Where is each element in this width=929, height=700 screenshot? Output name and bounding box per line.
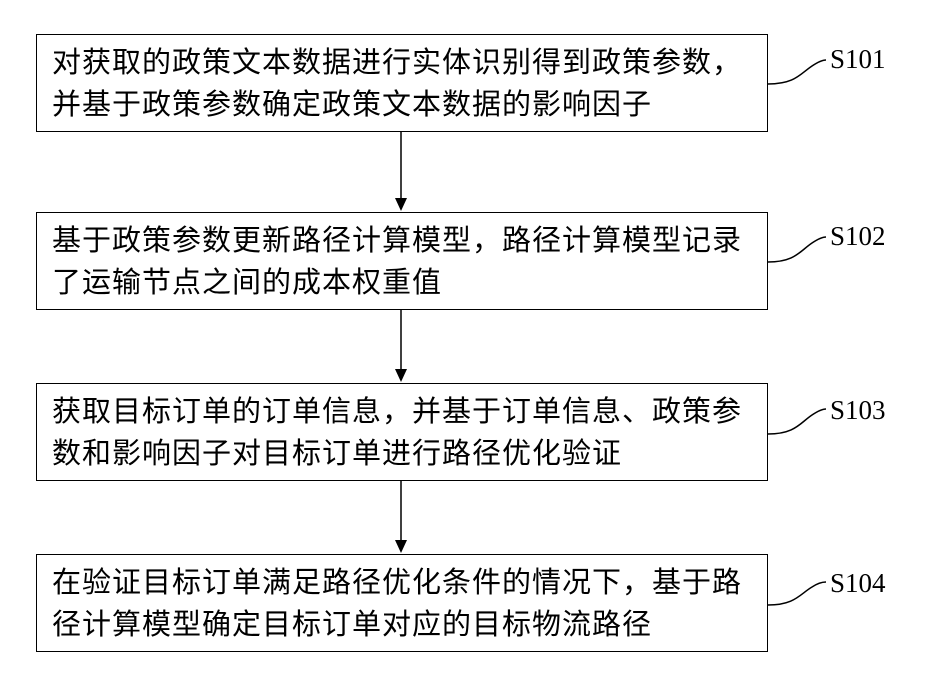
arrowhead-s103-s104 xyxy=(395,540,407,553)
leader-s103 xyxy=(768,409,826,434)
leader-s104 xyxy=(768,582,826,605)
step-box-s104: 在验证目标订单满足路径优化条件的情况下，基于路径计算模型确定目标订单对应的目标物… xyxy=(36,554,768,652)
leader-s101 xyxy=(768,60,826,84)
step-box-s101: 对获取的政策文本数据进行实体识别得到政策参数，并基于政策参数确定政策文本数据的影… xyxy=(36,34,768,132)
step-box-s102: 基于政策参数更新路径计算模型，路径计算模型记录了运输节点之间的成本权重值 xyxy=(36,212,768,310)
arrowhead-s102-s103 xyxy=(395,369,407,382)
leader-s102 xyxy=(768,237,826,262)
step-label-s104: S104 xyxy=(830,568,886,599)
arrowhead-s101-s102 xyxy=(395,198,407,211)
step-text-s103: 获取目标订单的订单信息，并基于订单信息、政策参数和影响因子对目标订单进行路径优化… xyxy=(52,390,752,474)
step-label-s103: S103 xyxy=(830,395,886,426)
step-label-s101: S101 xyxy=(830,44,886,75)
step-text-s102: 基于政策参数更新路径计算模型，路径计算模型记录了运输节点之间的成本权重值 xyxy=(52,219,752,303)
step-text-s104: 在验证目标订单满足路径优化条件的情况下，基于路径计算模型确定目标订单对应的目标物… xyxy=(52,561,752,645)
step-box-s103: 获取目标订单的订单信息，并基于订单信息、政策参数和影响因子对目标订单进行路径优化… xyxy=(36,383,768,481)
step-label-s102: S102 xyxy=(830,221,886,252)
step-text-s101: 对获取的政策文本数据进行实体识别得到政策参数，并基于政策参数确定政策文本数据的影… xyxy=(52,41,752,125)
